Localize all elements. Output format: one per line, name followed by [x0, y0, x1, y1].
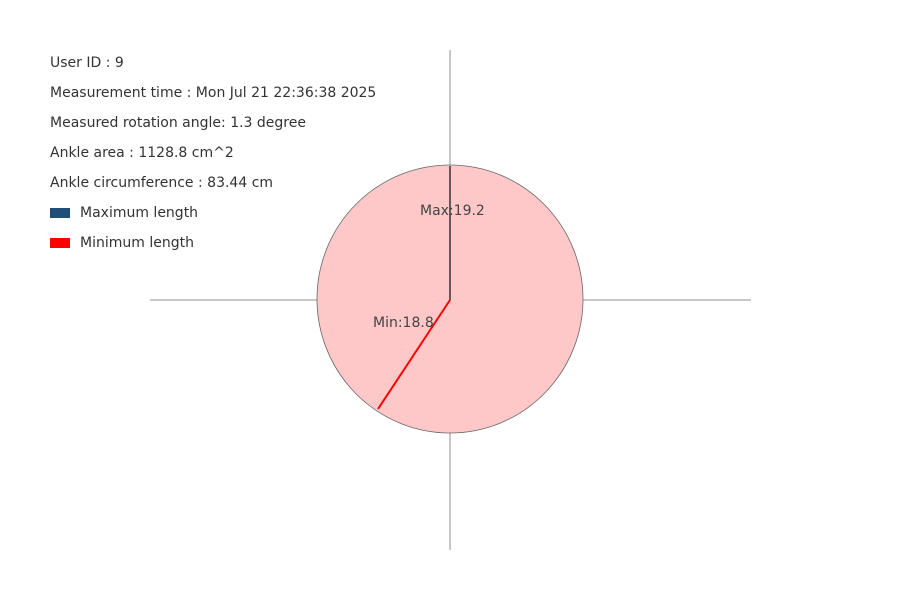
legend-label-minimum: Minimum length [80, 235, 194, 251]
ankle-circumference-text: Ankle circumference : 83.44 cm [50, 175, 274, 191]
legend: Maximum length Minimum length [50, 198, 198, 258]
legend-swatch-maximum [50, 208, 70, 218]
measurement-info: User ID : 9 Measurement time : Mon Jul 2… [50, 48, 376, 198]
legend-item-maximum: Maximum length [50, 198, 198, 228]
min-length-label: Min:18.8 [373, 315, 434, 331]
max-length-label: Max:19.2 [420, 203, 485, 219]
min-length-line [377, 299, 451, 410]
ankle-area-text: Ankle area : 1128.8 cm^2 [50, 145, 234, 161]
rotation-angle-text: Measured rotation angle: 1.3 degree [50, 115, 306, 131]
legend-swatch-minimum [50, 238, 70, 248]
measurement-time-text: Measurement time : Mon Jul 21 22:36:38 2… [50, 85, 377, 101]
user-id-text: User ID : 9 [50, 55, 124, 71]
legend-label-maximum: Maximum length [80, 205, 199, 221]
legend-item-minimum: Minimum length [50, 228, 198, 258]
